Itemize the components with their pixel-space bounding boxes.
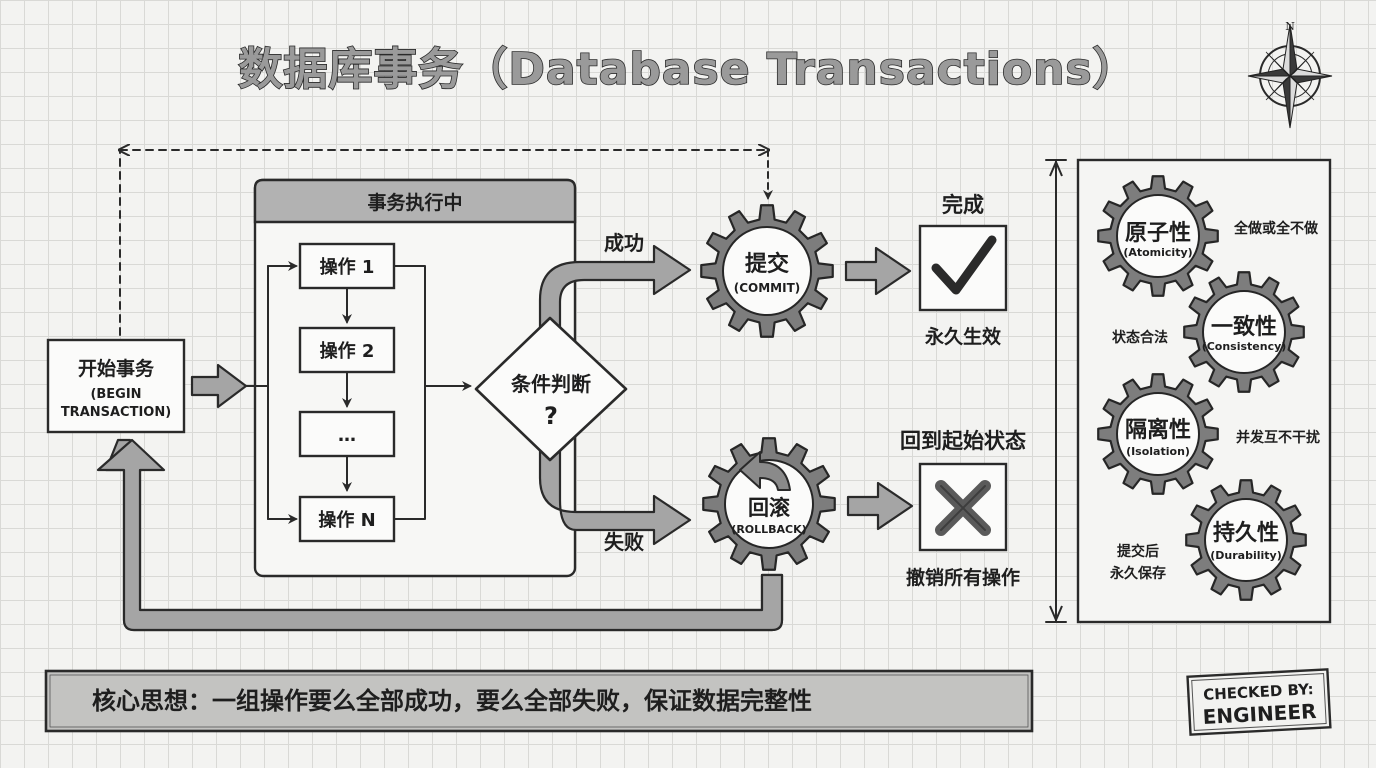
begin-transaction-box: 开始事务 (BEGIN TRANSACTION)	[46, 338, 186, 434]
core-idea-text: 核心思想：一组操作要么全部成功，要么全部失败，保证数据完整性	[92, 687, 812, 715]
op-box-ellipsis: …	[298, 410, 396, 458]
durability-desc-1: 提交后	[1117, 543, 1159, 560]
stamp-line2: ENGINEER	[1202, 699, 1317, 729]
acid-dimension-arrows	[1049, 159, 1063, 623]
begin-transaction-sub2: TRANSACTION)	[61, 405, 171, 420]
op-label-n: 操作 N	[318, 509, 375, 531]
durability-name: 持久性	[1213, 520, 1279, 546]
isolation-gear-icon	[1097, 373, 1219, 495]
stamp-line1: CHECKED BY:	[1203, 680, 1314, 704]
failure-label: 失败	[604, 530, 644, 554]
undo-arrow-icon	[739, 451, 791, 491]
begin-transaction-label: 开始事务	[78, 357, 155, 380]
isolation-en: (Isolation)	[1126, 445, 1190, 458]
consistency-en: (Consistency)	[1202, 340, 1287, 353]
complete-label: 完成	[942, 193, 984, 217]
isolation-name: 隔离性	[1125, 417, 1191, 443]
commit-result-arrow	[844, 246, 912, 296]
transaction-panel: 事务执行中 操作 1 操作 2 … 操作 N	[245, 178, 577, 578]
back-to-start-label: 回到起始状态	[900, 429, 1026, 453]
op-box-n: 操作 N	[298, 495, 396, 543]
begin-transaction-sub1: (BEGIN	[90, 387, 141, 402]
commit-label: 提交	[745, 251, 789, 277]
page-title: 数据库事务（Database Transactions）	[238, 44, 1137, 95]
checked-by-stamp: CHECKED BY: ENGINEER	[1186, 668, 1332, 736]
op-label-ellipsis: …	[338, 425, 356, 446]
cross-icon-outline	[940, 485, 986, 531]
decision-question-mark: ?	[544, 402, 558, 430]
op-box-1: 操作 1	[298, 242, 396, 290]
isolation-desc: 并发互不干扰	[1236, 429, 1320, 446]
commit-sub: (COMMIT)	[734, 281, 801, 295]
rollback-gear-icon	[702, 437, 836, 571]
rollback-return-arrow-body	[96, 438, 784, 632]
op-box-2: 操作 2	[298, 326, 396, 374]
panel-right-bracket	[393, 265, 426, 520]
compass-north-label: N	[1285, 20, 1295, 33]
success-label: 成功	[604, 231, 644, 255]
decision-label: 条件判断	[511, 372, 591, 396]
check-box	[918, 224, 1008, 312]
success-branch-arrow	[538, 244, 692, 342]
op-label-1: 操作 1	[320, 256, 375, 278]
commit-gear-icon	[700, 204, 834, 338]
permanent-label: 永久生效	[924, 325, 1001, 348]
durability-desc-2: 永久保存	[1109, 565, 1166, 582]
consistency-gear-icon	[1183, 271, 1305, 393]
consistency-name: 一致性	[1211, 314, 1277, 340]
undo-all-label: 撤销所有操作	[906, 566, 1020, 589]
failure-branch-arrow	[538, 438, 692, 546]
rollback-label: 回滚	[748, 496, 791, 520]
start-to-panel-arrow	[190, 363, 248, 409]
core-idea-banner: 核心思想：一组操作要么全部成功，要么全部失败，保证数据完整性	[44, 669, 1034, 733]
checkmark-icon	[931, 235, 997, 295]
atomicity-desc: 全做或全不做	[1233, 220, 1319, 237]
atomicity-name: 原子性	[1125, 221, 1191, 246]
consistency-desc: 状态合法	[1112, 329, 1168, 346]
acid-panel: 原子性 (Atomicity) 全做或全不做 一致性 (Consistency)…	[1076, 158, 1332, 624]
rollback-sub: (ROLLBACK)	[731, 523, 806, 536]
decision-diamond: 条件判断 ?	[474, 316, 628, 462]
compass-icon: N	[1247, 20, 1333, 129]
cross-box	[918, 462, 1008, 552]
rollback-result-arrow	[846, 481, 914, 531]
op-label-2: 操作 2	[320, 340, 375, 362]
atomicity-en: (Atomicity)	[1123, 246, 1192, 259]
durability-en: (Durability)	[1210, 549, 1281, 562]
atomicity-gear-icon	[1097, 175, 1219, 297]
durability-gear-icon	[1185, 479, 1307, 601]
panel-header: 事务执行中	[367, 191, 462, 214]
